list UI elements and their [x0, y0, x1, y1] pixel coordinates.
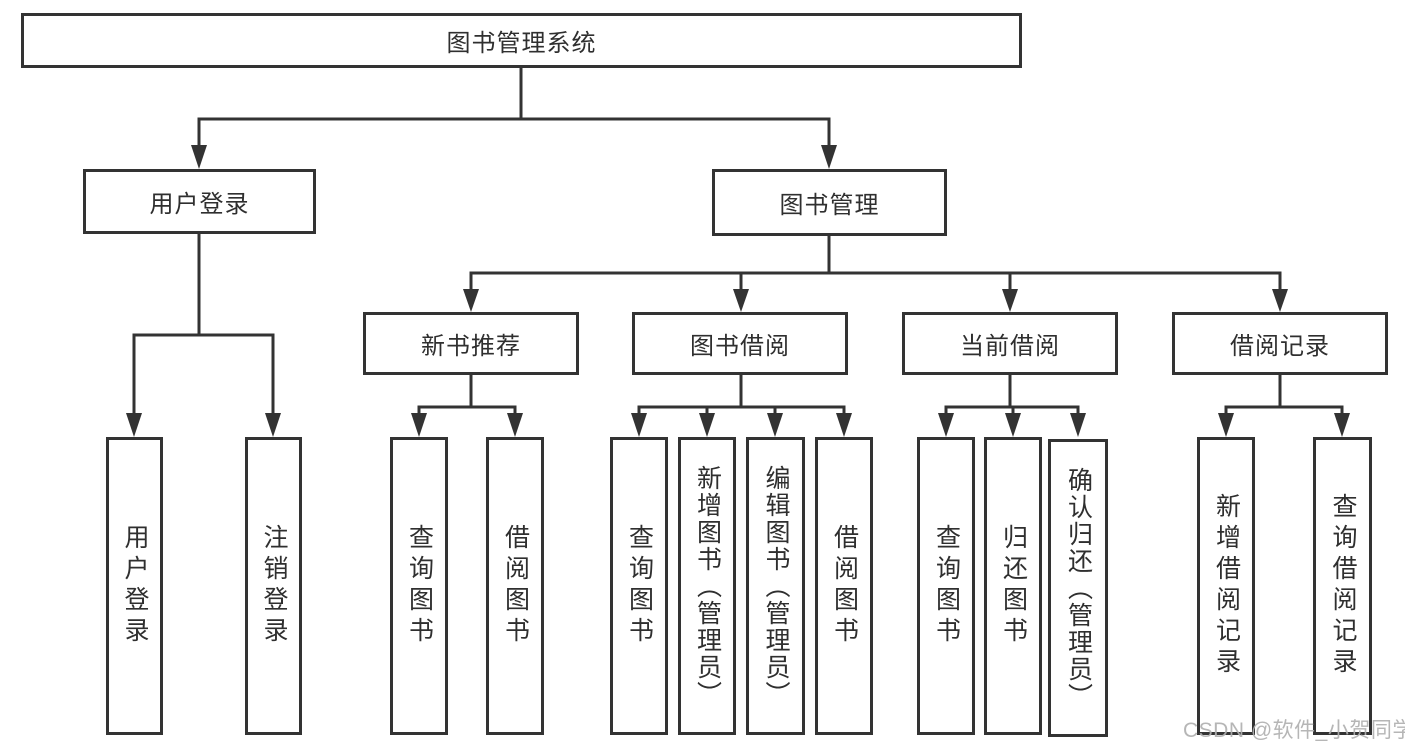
node-user-login: 用户登录: [83, 169, 316, 234]
node-new-book-recommend: 新书推荐: [363, 312, 579, 375]
node-label: 新书推荐: [421, 333, 521, 360]
leaf-borrow-books-borrowing: 借阅图书: [815, 437, 873, 735]
leaf-label: 归还图书: [999, 524, 1028, 648]
leaf-query-borrow-record: 查询借阅记录: [1313, 437, 1372, 735]
leaf-query-books-current: 查询图书: [917, 437, 975, 735]
node-label: 当前借阅: [960, 333, 1060, 360]
connector-current-borrowing-to-leaves: [944, 374, 1080, 416]
leaf-query-books-recommend: 查询图书: [390, 437, 448, 735]
leaf-add-borrow-record: 新增借阅记录: [1197, 437, 1255, 735]
node-label: 借阅记录: [1230, 333, 1330, 360]
leaf-label: 借阅图书: [830, 524, 859, 648]
leaf-confirm-return-admin: 确认归还（管理员）: [1048, 439, 1108, 737]
connector-user-login-to-leaves: [132, 233, 275, 416]
node-label: 图书借阅: [690, 333, 790, 360]
leaf-edit-book-admin: 编辑图书（管理员）: [746, 437, 805, 735]
node-current-borrowing: 当前借阅: [902, 312, 1118, 375]
node-book-management: 图书管理: [712, 169, 947, 236]
node-label: 图书管理系统: [446, 30, 597, 57]
arrowheads: [126, 145, 1350, 437]
node-label: 用户登录: [149, 191, 250, 218]
node-library-management-system: 图书管理系统: [21, 13, 1022, 68]
connector-book-management-to-level3: [469, 236, 1282, 291]
leaf-borrow-books-recommend: 借阅图书: [486, 437, 544, 735]
leaf-label: 注销登录: [260, 524, 288, 648]
leaf-label: 借阅图书: [501, 524, 530, 648]
leaf-label: 编辑图书（管理员）: [762, 464, 790, 708]
leaf-label: 用户登录: [121, 524, 149, 648]
csdn-watermark: CSDN @软件_小贺同学: [1183, 719, 1405, 742]
node-borrowing-records: 借阅记录: [1172, 312, 1388, 375]
leaf-user-login: 用户登录: [106, 437, 163, 735]
leaf-label: 查询图书: [405, 524, 434, 648]
leaf-label: 新增图书（管理员）: [693, 464, 722, 708]
connector-borrowing-records-to-leaves: [1224, 374, 1344, 416]
connector-new-book-recommend-to-leaves: [417, 374, 517, 416]
connector-root-to-level2: [197, 66, 831, 148]
leaf-label: 新增借阅记录: [1212, 493, 1241, 679]
connector-book-borrowing-to-leaves: [637, 374, 846, 416]
leaf-label: 查询图书: [932, 524, 961, 648]
leaf-label: 查询图书: [625, 524, 654, 648]
leaf-add-book-admin: 新增图书（管理员）: [678, 437, 736, 735]
leaf-label: 确认归还（管理员）: [1064, 466, 1093, 710]
leaf-return-books: 归还图书: [984, 437, 1042, 735]
leaf-query-books-borrowing: 查询图书: [610, 437, 668, 735]
node-label: 图书管理: [779, 192, 880, 219]
leaf-label: 查询借阅记录: [1329, 493, 1357, 679]
node-book-borrowing: 图书借阅: [632, 312, 848, 375]
leaf-logout: 注销登录: [245, 437, 302, 735]
